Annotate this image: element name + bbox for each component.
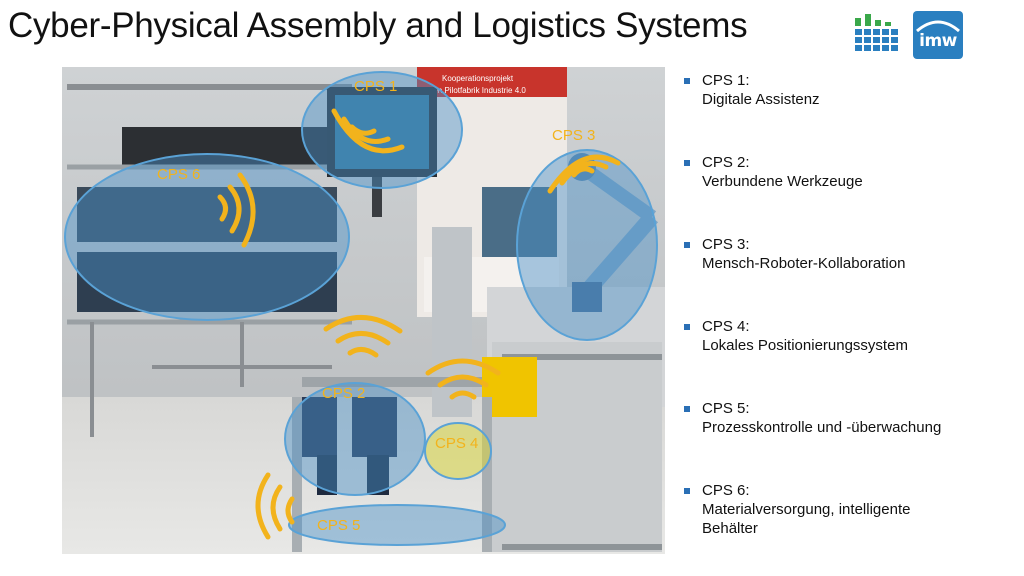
list-item-label: CPS 5: — [702, 400, 750, 417]
list-item-desc: Digitale Assistenz — [702, 91, 820, 108]
poster-line-2: Wien Pilotfabrik Industrie 4.0 — [424, 86, 526, 95]
signal-icon-cps4 — [425, 358, 501, 400]
cps2-zone — [284, 382, 426, 496]
slide-title: Cyber-Physical Assembly and Logistics Sy… — [8, 6, 748, 45]
list-item-desc: Materialversorgung, intelligente — [702, 501, 911, 518]
wireless-signal-icons — [217, 108, 621, 540]
cps6-label: CPS 6 — [157, 166, 200, 183]
list-item-label: CPS 1: — [702, 72, 750, 89]
cps5-zone — [288, 504, 506, 546]
cps-overlays: CPS 6 CPS 1 CPS 3 CPS 2 CPS 4 CPS 5 — [64, 71, 658, 546]
imw-logo: imw — [913, 11, 963, 59]
signal-icon-cps2 — [323, 315, 403, 358]
cps4-zone — [424, 422, 492, 480]
list-item-desc-cont: Behälter — [702, 520, 758, 537]
list-item-label: CPS 6: — [702, 482, 750, 499]
signal-icon-cps3 — [547, 154, 621, 194]
list-item-desc: Mensch-Roboter-Kollaboration — [702, 255, 906, 272]
list-item-label: CPS 2: — [702, 154, 750, 171]
cps4-label: CPS 4 — [435, 435, 478, 452]
bullet-icon — [684, 78, 690, 84]
bullet-icon — [684, 160, 690, 166]
bullet-icon — [684, 406, 690, 412]
cps6-zone — [64, 153, 350, 321]
cps5-label: CPS 5 — [317, 517, 360, 534]
signal-icon-cps5 — [255, 472, 295, 540]
poster-line-1: Kooperationsprojekt — [442, 74, 514, 83]
list-item-label: CPS 4: — [702, 318, 750, 335]
cps1-zone — [301, 71, 463, 189]
cps1-label: CPS 1 — [354, 78, 397, 95]
logo-arc-icon — [916, 20, 960, 33]
factory-logo-icon — [855, 14, 898, 51]
list-item-desc: Verbundene Werkzeuge — [702, 173, 863, 190]
bullet-icon — [684, 242, 690, 248]
cps2-label: CPS 2 — [322, 385, 365, 402]
logo-text: imw — [919, 31, 957, 51]
list-item-label: CPS 3: — [702, 236, 750, 253]
signal-icon-cps6 — [217, 172, 256, 248]
list-item-desc: Prozesskontrolle und -überwachung — [702, 419, 942, 436]
bullet-icon — [684, 488, 690, 494]
workbench — [292, 227, 662, 552]
workstation-photo: Kooperationsprojekt Wien Pilotfabrik Ind… — [62, 67, 665, 554]
signal-icon-cps1 — [331, 108, 405, 154]
cps3-zone — [516, 149, 658, 341]
list-item-desc: Lokales Positionierungssystem — [702, 337, 908, 354]
power-tools — [302, 397, 397, 495]
cps3-label: CPS 3 — [552, 127, 595, 144]
bullet-icon — [684, 324, 690, 330]
